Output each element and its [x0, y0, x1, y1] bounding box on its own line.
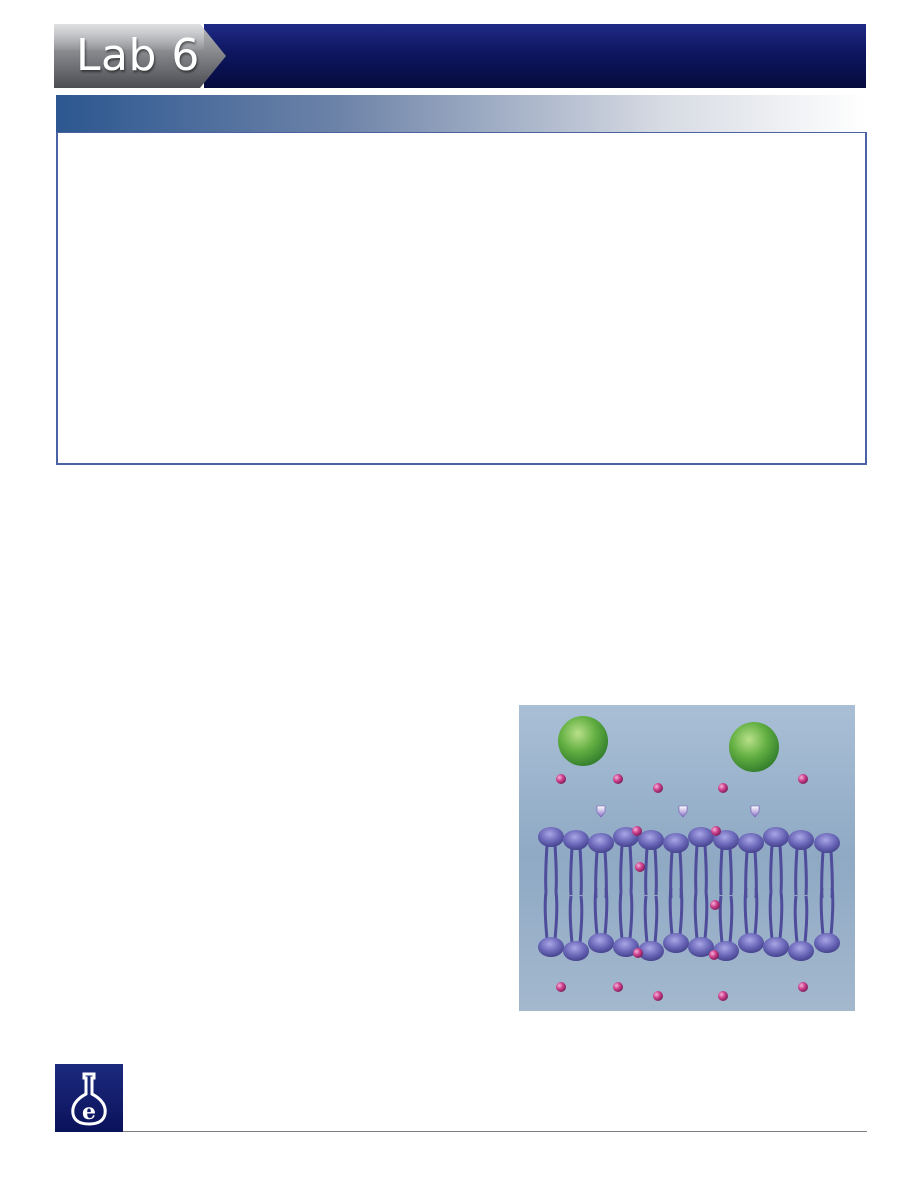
magenta-particle-icon	[613, 982, 623, 992]
lab-title: Lab 6	[76, 30, 200, 81]
arrow-down-icon	[750, 805, 760, 818]
phospholipid-icon	[538, 827, 564, 957]
phospholipid-icon	[688, 827, 714, 957]
magenta-particle-icon	[633, 948, 643, 958]
magenta-particle-icon	[632, 826, 642, 836]
svg-text:e: e	[82, 1099, 96, 1125]
cell-membrane-figure	[519, 705, 855, 1011]
header-navy-bar	[204, 24, 866, 88]
phospholipid-icon	[638, 830, 664, 961]
membrane-illustration	[519, 705, 855, 1011]
header-band: Lab 6	[54, 24, 866, 88]
lab-tab	[54, 24, 226, 88]
magenta-particle-icon	[718, 991, 728, 1001]
green-sphere-icon	[729, 722, 779, 772]
footer-rule	[123, 1131, 867, 1132]
arrow-down-icon	[678, 805, 688, 818]
magenta-particle-icon	[710, 900, 720, 910]
magenta-particle-icon	[711, 826, 721, 836]
phospholipid-icon	[788, 830, 814, 961]
phospholipid-icon	[588, 833, 614, 953]
phospholipid-icon	[563, 830, 589, 961]
magenta-particle-icon	[653, 991, 663, 1001]
magenta-particle-icon	[718, 783, 728, 793]
magenta-particle-icon	[798, 774, 808, 784]
phospholipid-icon	[713, 830, 739, 961]
magenta-particle-icon	[798, 982, 808, 992]
phospholipid-icon	[738, 833, 764, 953]
phospholipid-icon	[613, 827, 639, 957]
arrow-down-icon	[596, 805, 606, 818]
magenta-particle-icon	[556, 774, 566, 784]
phospholipid-icon	[663, 833, 689, 953]
magenta-particle-icon	[709, 950, 719, 960]
flask-e-icon: e	[55, 1064, 123, 1132]
phospholipid-icon	[763, 827, 789, 957]
magenta-particle-icon	[556, 982, 566, 992]
section-title-bar	[56, 95, 866, 132]
magenta-particle-icon	[613, 774, 623, 784]
content-box	[56, 132, 867, 465]
phospholipid-icon	[814, 833, 840, 953]
magenta-particle-icon	[635, 862, 645, 872]
magenta-particle-icon	[653, 783, 663, 793]
green-sphere-icon	[558, 716, 608, 766]
